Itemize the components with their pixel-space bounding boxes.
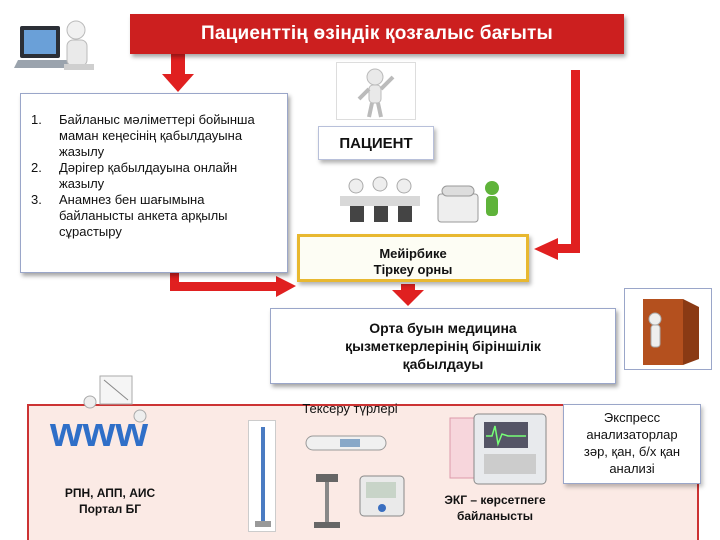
call-center-illustration [336, 172, 426, 230]
nurse-line1: Мейірбике [379, 246, 447, 261]
express-line2: анализаторлар [586, 427, 678, 442]
primary-reception-box: Орта буын медицина қызметкерлерінің бірі… [270, 308, 616, 384]
step-item: 2. Дәрігер қабылдауына онлайн жазылу [29, 160, 277, 192]
nurse-line2: Тіркеу орны [373, 262, 453, 277]
arrow-down-to-steps [162, 54, 194, 92]
arrow-right-to-nurse [534, 70, 580, 260]
step-number: 2. [31, 160, 42, 175]
rpn-line1: РПН, АПП, АИС [64, 486, 156, 500]
express-analyzers-box: Экспресс анализаторлар зәр, қан, б/х қан… [563, 404, 701, 484]
arrow-nurse-to-mid [392, 284, 424, 306]
step-text: Байланыс мәліметтері бойынша маман кеңес… [59, 112, 255, 159]
express-line3: зәр, қан, б/х қан [583, 444, 681, 459]
page-title: Пациенттің өзіндік қозғалыс бағыты [130, 14, 624, 54]
rpn-line2: Портал БГ [78, 502, 142, 516]
height-meter-illustration [248, 420, 276, 532]
step-item: 3. Анамнез бен шағымына байланысты анкета… [29, 192, 277, 240]
rpn-portal-label: РПН, АПП, АИС Портал БГ [55, 485, 165, 517]
patient-label: ПАЦИЕНТ [318, 126, 434, 160]
thermometer-illustration [300, 428, 396, 458]
express-line4: анализі [609, 461, 655, 476]
scale-illustration [312, 472, 342, 532]
svg-text:www: www [49, 408, 148, 455]
exam-types-label: Тексеру түрлері [302, 401, 398, 416]
phone-illustration [432, 172, 512, 230]
ecg-device-illustration [448, 408, 550, 492]
arrow-steps-to-mid [170, 273, 296, 297]
step-number: 3. [31, 192, 42, 207]
patient-figure-illustration [336, 62, 416, 120]
ecg-label: ЭКГ – көрсетпеге байланысты [432, 492, 558, 524]
steps-box: 1. Байланыс мәліметтері бойынша маман кең… [20, 93, 288, 273]
step-item: 1. Байланыс мәліметтері бойынша маман кең… [29, 112, 277, 160]
step-text: Дәрігер қабылдауына онлайн жазылу [59, 160, 238, 191]
mid-line2: қызметкерлерінің біріншілік [345, 338, 541, 354]
laptop-person-illustration [14, 16, 102, 86]
ecg-line2: байланысты [456, 509, 534, 523]
step-number: 1. [31, 112, 42, 127]
ecg-line1: ЭКГ – көрсетпеге [444, 493, 546, 507]
mid-line1: Орта буын медицина [369, 320, 517, 336]
step-text: Анамнез бен шағымына байланысты анкета а… [59, 192, 228, 239]
express-line1: Экспресс [603, 410, 661, 425]
nurse-registration-box: Мейірбике Тіркеу орны [297, 234, 529, 282]
www-illustration: www [44, 372, 176, 458]
door-figure-illustration [624, 288, 712, 370]
mid-line3: қабылдауы [402, 356, 484, 372]
blood-pressure-monitor-illustration [356, 466, 412, 528]
steps-list: 1. Байланыс мәліметтері бойынша маман кең… [29, 112, 277, 240]
